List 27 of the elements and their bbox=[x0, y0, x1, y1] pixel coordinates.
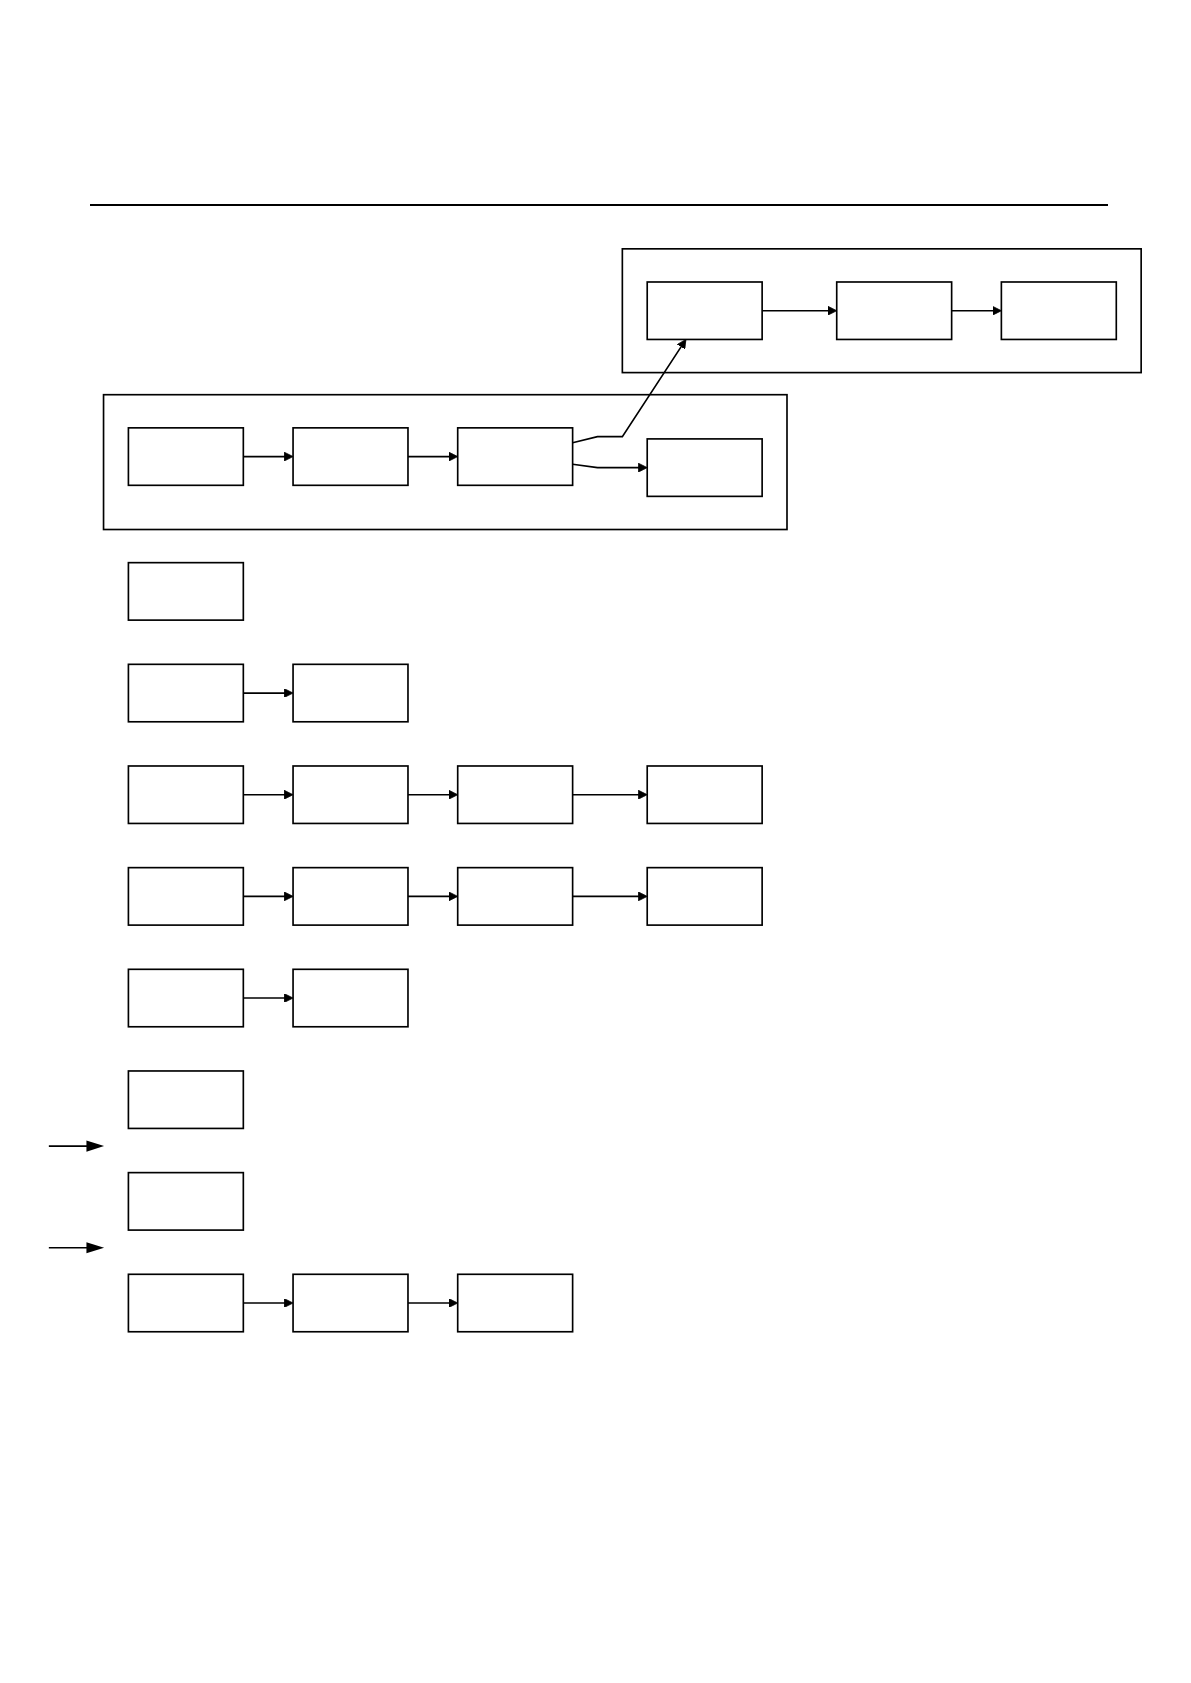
node-box bbox=[646, 765, 763, 825]
node-box bbox=[456, 427, 574, 487]
node-box bbox=[292, 663, 409, 723]
node-box bbox=[456, 866, 574, 926]
cluster bbox=[621, 248, 1142, 374]
node-box bbox=[456, 1273, 574, 1333]
node-box bbox=[292, 866, 409, 926]
cluster bbox=[102, 393, 788, 531]
node-box bbox=[1000, 281, 1118, 341]
node-box bbox=[646, 281, 763, 341]
node-box bbox=[835, 281, 953, 341]
node-box bbox=[127, 1070, 245, 1130]
node-box bbox=[127, 765, 245, 825]
node-box bbox=[127, 1171, 245, 1231]
node-box bbox=[127, 663, 245, 723]
node-box bbox=[127, 427, 245, 487]
node-box bbox=[127, 866, 245, 926]
node-box bbox=[292, 765, 409, 825]
node-box bbox=[292, 427, 409, 487]
node-box bbox=[127, 1273, 245, 1333]
node-box bbox=[292, 968, 409, 1028]
node-box bbox=[127, 561, 245, 621]
node-box bbox=[456, 765, 574, 825]
node-box bbox=[292, 1273, 409, 1333]
node-box bbox=[646, 866, 763, 926]
node-box bbox=[646, 438, 763, 498]
node-box bbox=[127, 968, 245, 1028]
